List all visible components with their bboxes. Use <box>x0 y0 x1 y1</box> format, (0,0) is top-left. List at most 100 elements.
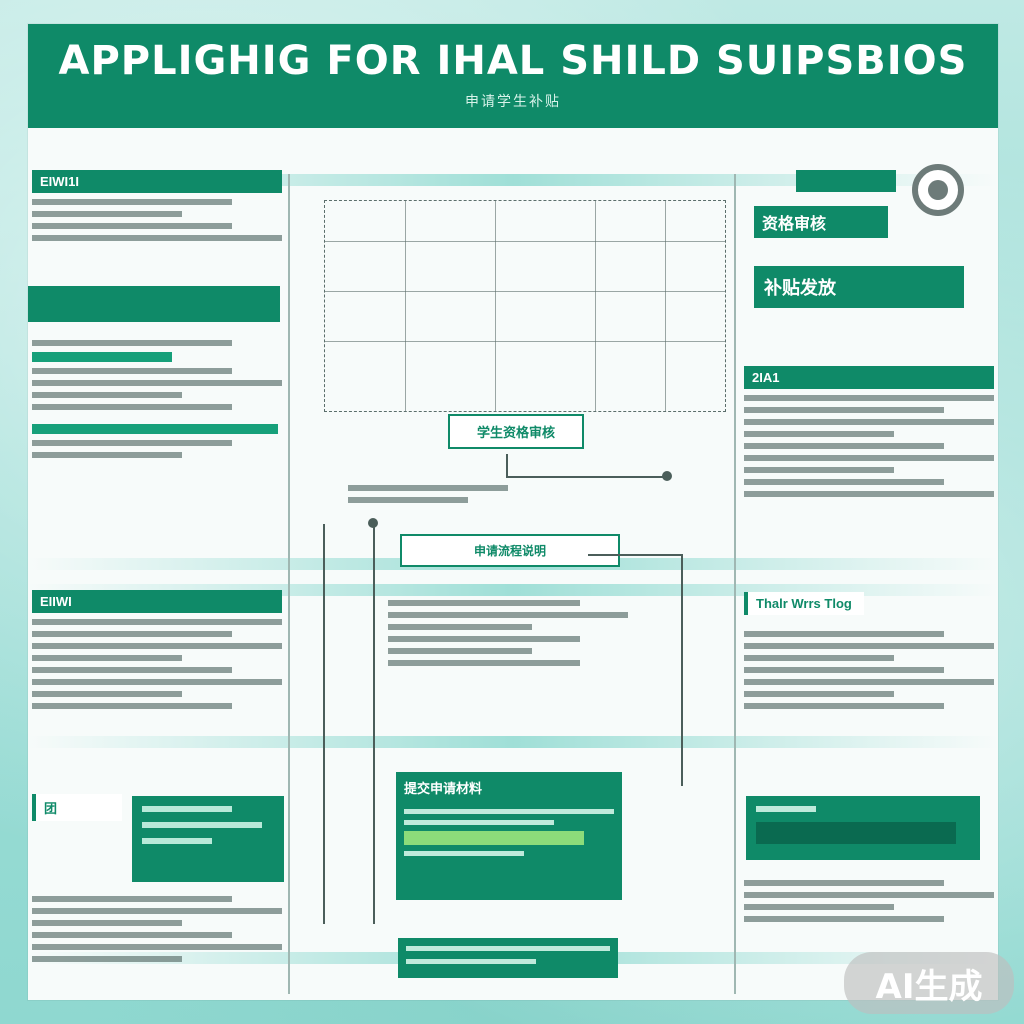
left-section-3-header: 团 <box>32 794 122 821</box>
connector-dot <box>368 518 378 528</box>
center-top-box: 学生资格审核 <box>448 414 584 449</box>
panel-green-bar <box>404 831 584 845</box>
text-line <box>388 600 580 606</box>
center-bottom-panel: 提交申请材料 <box>396 772 622 900</box>
diagram-gridline <box>405 201 406 411</box>
gear-icon <box>912 164 964 216</box>
diagram-gridline <box>325 341 725 342</box>
text-line <box>744 431 894 437</box>
center-mid-box: 申请流程说明 <box>400 534 620 567</box>
text-line <box>32 235 282 241</box>
text-line <box>32 368 232 374</box>
connector-line <box>506 454 508 478</box>
text-line <box>388 612 628 618</box>
right-green-card <box>746 796 980 860</box>
text-line <box>744 655 894 661</box>
text-line <box>744 691 894 697</box>
left-section-3b <box>32 890 282 968</box>
text-line <box>32 199 232 205</box>
text-line <box>744 880 944 886</box>
poster-subtitle: 申请学生补贴 <box>465 93 561 109</box>
left-green-card <box>132 796 284 882</box>
left-green-bar <box>32 424 278 434</box>
text-line <box>32 667 232 673</box>
column-divider-right <box>734 174 736 994</box>
panel-line <box>404 851 524 856</box>
card-line <box>142 806 232 812</box>
text-line <box>32 404 232 410</box>
card-block <box>756 822 956 844</box>
text-line <box>744 479 944 485</box>
text-line <box>388 636 580 642</box>
connector-dot <box>662 471 672 481</box>
text-line <box>744 643 994 649</box>
right-badge-2-label: 补贴发放 <box>754 266 964 308</box>
connector-line <box>323 524 325 924</box>
text-line <box>744 455 994 461</box>
connector-line <box>681 554 683 786</box>
right-section-2: Thalr Wrrs Tlog <box>744 592 994 715</box>
left-green-panel <box>28 286 280 322</box>
panel-line <box>406 959 536 964</box>
card-line <box>142 838 212 844</box>
text-line <box>744 443 944 449</box>
diagram-gridline <box>595 201 596 411</box>
text-line <box>32 440 232 446</box>
text-line <box>744 667 944 673</box>
diagram-gridline <box>325 291 725 292</box>
text-line <box>388 624 532 630</box>
text-line <box>348 497 468 503</box>
title-banner: APPLIGHIG FOR IHAL SHILD SUIPSBIOS 申请学生补… <box>28 24 998 128</box>
left-section-1: EIWI1I <box>32 170 282 247</box>
left-section-2: EIIWI <box>32 590 282 715</box>
panel-line <box>406 946 610 951</box>
text-line <box>32 631 232 637</box>
text-line <box>744 491 994 497</box>
text-line <box>388 648 532 654</box>
text-line <box>32 643 282 649</box>
text-line <box>32 691 182 697</box>
left-green-bar <box>32 352 172 362</box>
right-section-2-header: Thalr Wrrs Tlog <box>744 592 864 615</box>
text-line <box>32 452 182 458</box>
poster: APPLIGHIG FOR IHAL SHILD SUIPSBIOS 申请学生补… <box>28 24 998 1000</box>
center-text-1 <box>348 479 548 509</box>
text-line <box>32 619 282 625</box>
text-line <box>744 904 894 910</box>
text-line <box>32 896 232 902</box>
text-line <box>388 660 580 666</box>
text-line <box>32 932 232 938</box>
text-line <box>32 223 232 229</box>
text-line <box>744 419 994 425</box>
right-small-bar <box>796 170 896 192</box>
card-line <box>756 806 816 812</box>
text-line <box>32 392 182 398</box>
text-line <box>32 655 182 661</box>
right-section-1: 2IA1 <box>744 366 994 503</box>
center-diagram <box>324 200 726 412</box>
left-section-1b <box>32 334 282 464</box>
left-section-2-header: EIIWI <box>32 590 282 613</box>
ai-watermark-badge: AI生成 <box>844 952 1014 1014</box>
connector-line <box>373 524 375 924</box>
text-line <box>744 467 894 473</box>
text-line <box>32 380 282 386</box>
text-line <box>744 892 994 898</box>
right-section-1-header: 2IA1 <box>744 366 994 389</box>
diagram-gridline <box>495 201 496 411</box>
panel-line <box>404 809 614 814</box>
text-line <box>32 908 282 914</box>
connector-line <box>508 476 668 478</box>
right-badge-1-label: 资格审核 <box>754 206 888 238</box>
left-section-3: 团 <box>32 794 282 821</box>
text-line <box>32 920 182 926</box>
text-line <box>32 211 182 217</box>
text-line <box>744 916 944 922</box>
text-line <box>744 407 944 413</box>
poster-title: APPLIGHIG FOR IHAL SHILD SUIPSBIOS <box>58 38 968 84</box>
text-line <box>32 679 282 685</box>
text-line <box>32 340 232 346</box>
center-bottom-panel-title: 提交申请材料 <box>404 781 483 796</box>
text-line <box>32 944 282 950</box>
text-line <box>744 703 944 709</box>
